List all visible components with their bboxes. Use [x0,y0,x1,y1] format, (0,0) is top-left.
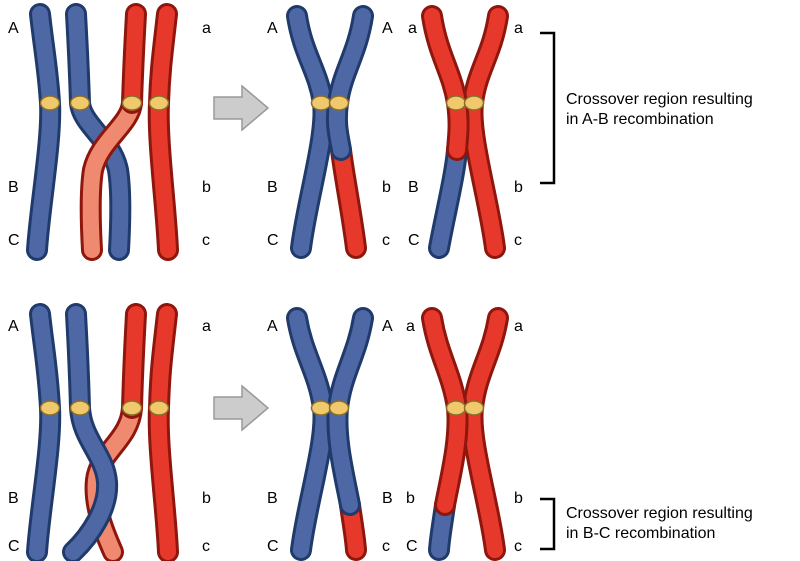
figure-crossing-pair: A a B b C c [8,314,211,555]
bracket [540,497,556,551]
gene-label: A [382,318,393,335]
centromere [445,400,467,416]
gene-label: C [406,538,418,555]
blue-chromatid-outer [37,314,50,552]
recombinant-chromatid-left [432,318,458,550]
gene-label: c [202,538,210,555]
gene-label: a [202,318,211,335]
right-arrow-icon [213,384,270,432]
band-fill [297,16,324,248]
gene-label: c [202,232,210,249]
centromere [69,95,91,111]
centromere [121,400,143,416]
gene-label: C [8,232,20,249]
band-fill [159,14,168,250]
caption-line: in B-C recombination [566,525,715,542]
band-fill [132,314,136,408]
centromere [39,95,61,111]
centromere [310,400,332,416]
gene-label: b [514,179,523,196]
band-fill [472,16,498,248]
gene-label: B [267,179,278,196]
figure-blue-recombinant-pair: A A B B C c [267,318,393,555]
gene-label: b [202,490,211,507]
centromere [69,400,91,416]
centromere [39,400,61,416]
caption-line: in A-B recombination [566,111,714,128]
recombinant-chromatid-right [337,16,363,248]
centromere [148,400,170,416]
figure-red-recombinant-pair: a a B b C c [408,16,523,249]
panel-bc-recombination: A a B b C c A A B B C [8,314,753,555]
red-chromatid-outer [159,314,168,552]
blue-chromatid-left [297,16,324,248]
recombinant-chromatid-right [337,318,363,550]
band-fill [159,314,168,552]
gene-label: A [267,20,278,37]
right-arrow-icon [213,84,270,132]
gene-label: a [514,20,523,37]
centromere [463,95,485,111]
centromere [310,95,332,111]
gene-label: c [382,232,390,249]
blue-chromatid-inner [73,314,107,552]
blue-chromatid-left [297,318,324,550]
red-chromatid-outer [159,14,168,250]
gene-label: c [514,232,522,249]
gene-label: B [408,179,419,196]
gene-label: A [267,318,278,335]
gene-label: C [267,538,279,555]
caption-line: Crossover region resulting [566,505,753,522]
gene-label: b [406,490,415,507]
centromere [148,95,170,111]
centromere [121,95,143,111]
gene-label: c [514,538,522,555]
figure-blue-recombinant-pair: A A B b C c [267,16,393,249]
blue-chromatid-outer [37,14,50,250]
figure-red-recombinant-pair: a a b b C c [406,318,523,555]
figure-crossing-pair: A a B b C c [8,14,211,250]
gene-label: a [408,20,417,37]
band-fill [132,14,136,103]
centromere [328,400,350,416]
gene-label: B [8,179,19,196]
red-chromatid-right [472,16,498,248]
centromere [328,95,350,111]
gene-label: C [8,538,20,555]
band-fill [297,318,324,550]
gene-label: a [202,20,211,37]
gene-label: B [8,490,19,507]
panel-ab-recombination: A a B b C c A A B b C [8,14,753,250]
gene-label: b [514,490,523,507]
centromere [445,95,467,111]
centromere [463,400,485,416]
gene-label: a [406,318,415,335]
band-fill [439,150,457,248]
gene-label: a [514,318,523,335]
gene-label: b [202,179,211,196]
gene-label: B [267,490,278,507]
gene-label: B [382,490,393,507]
gene-label: C [267,232,279,249]
red-chromatid-right [472,318,498,550]
gene-label: c [382,538,390,555]
gene-label: A [382,20,393,37]
band-fill [472,318,498,550]
caption-line: Crossover region resulting [566,91,753,108]
gene-label: A [8,20,19,37]
gene-label: C [408,232,420,249]
gene-label: A [8,318,19,335]
gene-label: b [382,179,391,196]
bracket [540,31,556,185]
recombinant-chromatid-left [432,16,459,248]
